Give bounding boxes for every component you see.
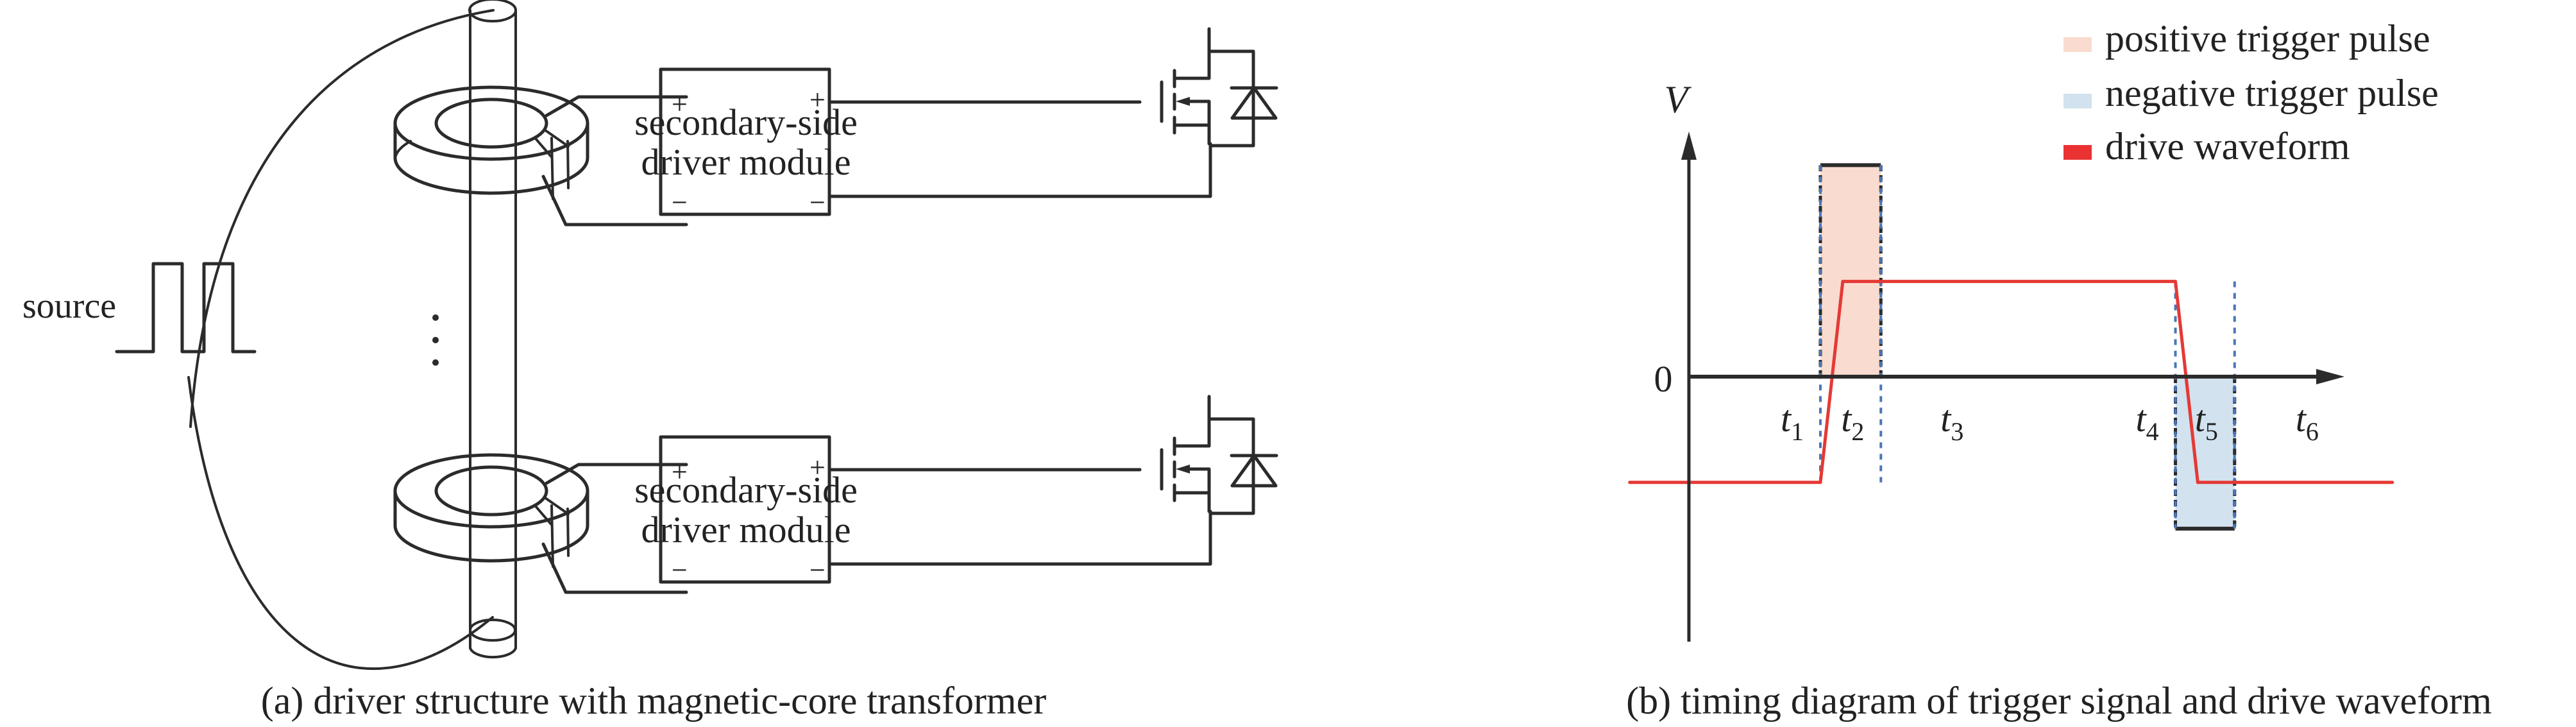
legend-swatch-negative — [2063, 94, 2092, 108]
time-marker-label: t4 — [2135, 398, 2158, 446]
rod-bottom-end — [469, 619, 516, 642]
y-axis-label: V — [1665, 78, 1692, 121]
legend: positive trigger pulse negative trigger … — [2063, 17, 2439, 167]
driver-module: + − + − secondary-side driver module — [634, 435, 858, 586]
y-origin-label: 0 — [1654, 358, 1673, 400]
module-title-line2: driver module — [641, 509, 851, 551]
module-plus-in: + — [672, 89, 688, 120]
time-marker-label: t1 — [1781, 398, 1804, 446]
caption-b: (b) timing diagram of trigger signal and… — [1626, 680, 2492, 722]
module-plus-out: + — [809, 84, 826, 115]
time-marker-label: t3 — [1940, 398, 1963, 446]
module-title-line2: driver module — [641, 141, 851, 183]
legend-label-drive: drive waveform — [2105, 125, 2350, 167]
toroid-core-icon — [393, 453, 688, 594]
mosfet-icon — [827, 395, 1278, 566]
module-title-line1: secondary-side — [634, 469, 858, 511]
source-wire-bottom — [187, 376, 494, 671]
source-wire-top — [189, 9, 495, 428]
diode-icon — [1208, 417, 1278, 515]
caption-a: (a) driver structure with magnetic-core … — [261, 680, 1046, 722]
x-axis-arrow-icon — [2316, 369, 2344, 384]
module-minus-out: − — [809, 187, 826, 218]
ellipsis-dots — [432, 314, 439, 366]
source-label: source — [22, 286, 116, 326]
y-axis-arrow-icon — [1681, 132, 1697, 160]
positive-trigger-pulse — [1820, 165, 1881, 377]
module-plus-out: + — [809, 452, 826, 483]
module-plus-in: + — [672, 456, 688, 488]
toroid-core-icon — [393, 85, 688, 227]
panel-a: source — [22, 0, 1278, 722]
module-minus-out: − — [809, 554, 826, 586]
diode-icon — [1208, 49, 1278, 148]
square-wave-source-icon — [115, 262, 257, 354]
legend-label-positive: positive trigger pulse — [2105, 17, 2430, 60]
drive-waveform-line — [1628, 280, 2394, 484]
negative-trigger-pulse — [2175, 377, 2235, 529]
time-marker-label: t2 — [1841, 398, 1864, 446]
module-minus-in: − — [672, 187, 688, 218]
module-title-line1: secondary-side — [634, 101, 858, 143]
module-minus-in: − — [672, 554, 688, 586]
mosfet-icon — [827, 27, 1278, 198]
legend-swatch-positive — [2063, 37, 2092, 52]
time-marker-label: t6 — [2296, 398, 2319, 446]
legend-swatch-drive — [2063, 145, 2092, 160]
legend-label-negative: negative trigger pulse — [2105, 72, 2439, 114]
driver-module: + − + − secondary-side driver module — [634, 67, 858, 218]
